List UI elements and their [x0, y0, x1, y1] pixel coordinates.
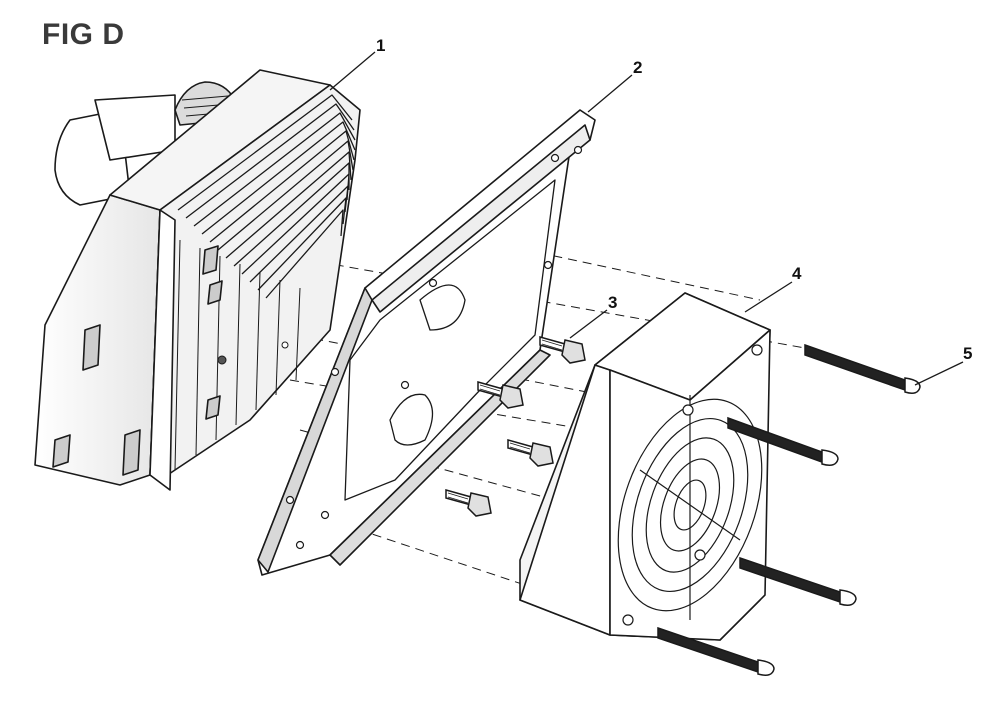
bolt-d — [445, 489, 492, 517]
screw-a — [804, 343, 921, 394]
part-2-mounting-bracket — [257, 109, 596, 576]
figure-title: FIG D — [42, 18, 125, 51]
screw-c — [739, 556, 857, 606]
callout-2: 2 — [633, 58, 643, 77]
callout-leaders — [329, 51, 964, 386]
screw-b — [727, 416, 839, 466]
bolt-b — [477, 381, 524, 409]
bolt-a — [539, 336, 586, 364]
part-3-flange-bolts — [445, 336, 586, 517]
part-4-cooling-fan — [519, 292, 771, 641]
callout-1: 1 — [376, 36, 386, 55]
callout-4: 4 — [792, 264, 802, 283]
screw-d — [657, 626, 775, 676]
part-5-long-screws — [657, 343, 921, 676]
callout-3: 3 — [608, 293, 618, 312]
bolt-c — [507, 439, 554, 467]
callout-5: 5 — [963, 344, 973, 363]
part-1-controller-heatsink — [34, 69, 361, 491]
